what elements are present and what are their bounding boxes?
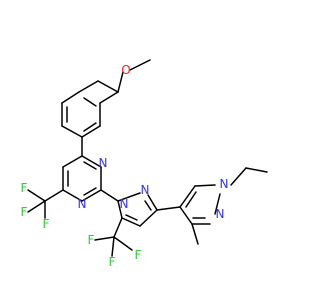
atom-methylpyrazole-n2: N bbox=[216, 207, 225, 221]
bond-cf3b-f1 bbox=[94, 236, 115, 241]
bond-ethyl bbox=[245, 167, 268, 173]
bond-ph-6 bbox=[81, 125, 101, 138]
bond-pym-inner-2 bbox=[83, 187, 97, 196]
bond-pyz-cf3 bbox=[113, 217, 123, 238]
bond-pyz-mpyz bbox=[156, 206, 181, 211]
molecule-canvas: O N N N N N N F F F F F F bbox=[20, 59, 268, 269]
bond-pym-cf3 bbox=[44, 189, 64, 202]
bond-pym-3 bbox=[62, 189, 83, 202]
molecule-structure: O N N N N N N F F F F F F bbox=[21, 59, 268, 269]
bond-pym-4 bbox=[81, 189, 102, 202]
atom-cf3-pyrimidine-f3: F bbox=[43, 217, 50, 231]
bond-cf3a-f2 bbox=[27, 200, 46, 213]
atom-methylpyrazole-n1: N bbox=[220, 177, 229, 191]
bond-pyz-inner-2 bbox=[125, 214, 138, 221]
bond-ph-8 bbox=[99, 91, 119, 104]
bond-pyz-4 bbox=[121, 217, 141, 227]
bond-o-aryl bbox=[117, 71, 124, 93]
bond-pyz-inner-1 bbox=[144, 200, 152, 211]
atom-pyrazole-n1: N bbox=[120, 197, 129, 211]
bond-ph-inner-3 bbox=[83, 97, 97, 107]
atom-cf3-pyrimidine-f2: F bbox=[21, 205, 28, 219]
bond-ph-2 bbox=[78, 80, 99, 93]
bond-pyz-5 bbox=[117, 200, 123, 219]
atom-methoxy-oxygen: O bbox=[121, 63, 130, 77]
atom-cf3-pyrazole-f2: F bbox=[109, 255, 116, 269]
atom-cf3-pyrazole-f3: F bbox=[135, 248, 142, 262]
bond-mpyz-inner-1 bbox=[185, 191, 197, 208]
atom-pyrimidine-n3: N bbox=[78, 197, 87, 211]
bond-mpyz-3 bbox=[214, 193, 221, 215]
bond-ph-3 bbox=[61, 91, 80, 104]
atom-pyrimidine-n1: N bbox=[99, 156, 108, 170]
bond-pym-pyz bbox=[100, 189, 119, 202]
bond-c3-methyl bbox=[191, 223, 199, 245]
bond-pyz-2 bbox=[147, 194, 158, 211]
bonds bbox=[27, 59, 268, 257]
bond-n-ethyl bbox=[230, 167, 247, 186]
atom-labels: O N N N N N N F F F F F F bbox=[21, 63, 229, 269]
bond-ph-inner-2 bbox=[83, 122, 97, 132]
bond-mpyz-2 bbox=[194, 184, 216, 187]
atom-pyrazole-n2: N bbox=[141, 183, 150, 197]
bond-cf3b-f2 bbox=[111, 236, 115, 257]
bond-pym-6 bbox=[81, 155, 102, 168]
bond-ph-1 bbox=[97, 80, 119, 93]
bond-pyz-1 bbox=[117, 192, 141, 202]
bond-mpyz-1 bbox=[179, 185, 196, 208]
atom-cf3-pyrimidine-f1: F bbox=[21, 181, 28, 195]
bond-cf3b-f3 bbox=[113, 236, 133, 251]
atom-cf3-pyrazole-f1: F bbox=[88, 233, 95, 247]
bond-mpyz-5 bbox=[179, 206, 193, 225]
bond-methyl-o bbox=[129, 59, 151, 71]
bond-pym-1 bbox=[62, 155, 83, 168]
bond-pyz-3 bbox=[139, 209, 158, 227]
bond-cf3a-f1 bbox=[27, 189, 46, 202]
bond-ph-5 bbox=[61, 125, 83, 138]
bond-pym-inner-3 bbox=[83, 161, 97, 170]
